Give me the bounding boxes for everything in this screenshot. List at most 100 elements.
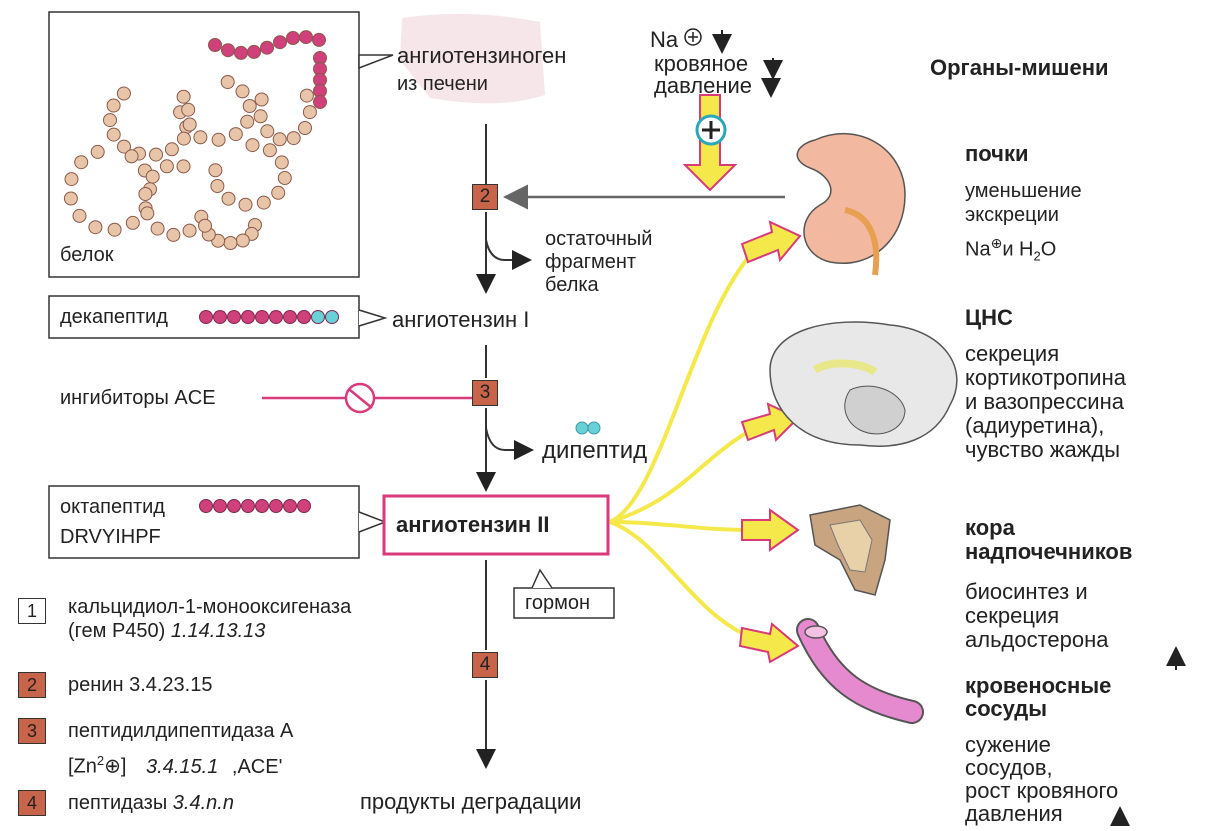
protein-bead — [212, 133, 225, 146]
protein-bead — [91, 145, 104, 158]
protein-bead — [224, 237, 237, 250]
protein-bead — [194, 131, 207, 144]
protein-bead — [303, 106, 316, 119]
sequence-label: DRVYIHPF — [60, 526, 161, 548]
dipeptide-label: дипептид — [542, 438, 647, 463]
protein-bead — [107, 99, 120, 112]
protein-bead — [287, 32, 300, 45]
protein-label: белок — [60, 244, 113, 266]
protein-bead — [73, 209, 86, 222]
vessels-title-1: кровеносные — [965, 674, 1111, 698]
protein-bead — [300, 89, 313, 102]
legend-2-badge: 2 — [18, 672, 46, 698]
legend-3-line2: [Zn2⊕] 3.4.15.1 ,ACE' — [68, 750, 282, 778]
enzyme-3-badge: 3 — [472, 380, 498, 406]
protein-bead — [243, 100, 256, 113]
protein-bead — [211, 180, 224, 193]
protein-bead — [160, 160, 173, 173]
protein-bead — [222, 192, 235, 205]
protein-bead — [209, 164, 222, 177]
protein-bead — [177, 160, 190, 173]
ace-inhibitors-label: ингибиторы ACE — [60, 387, 216, 409]
protein-bead — [209, 39, 222, 52]
angiotensin-1-label: ангиотензин I — [392, 308, 529, 332]
protein-bead — [89, 221, 102, 234]
protein-bead — [275, 156, 288, 169]
protein-bead — [221, 76, 234, 89]
vessels-l3: рост кровяного — [965, 779, 1118, 803]
protein-bead — [257, 196, 270, 209]
residual-line-3: белка — [545, 274, 599, 296]
protein-bead — [199, 219, 212, 232]
decapeptide-bead — [214, 311, 227, 324]
angiotensinogen-label: ангиотензиноген — [397, 44, 566, 68]
decapeptide-bead — [312, 311, 325, 324]
adrenal-l1: биосинтез и — [965, 580, 1088, 604]
protein-bead — [239, 198, 252, 211]
octapeptide-bead — [284, 500, 297, 513]
protein-bead — [246, 139, 259, 152]
legend-3-line1: пептидилдипептидаза А — [68, 720, 293, 742]
enzyme-4-badge: 4 — [472, 652, 498, 678]
protein-bead — [182, 103, 195, 116]
vessels-title-2: сосуды — [965, 697, 1047, 721]
protein-bead — [108, 223, 121, 236]
protein-bead — [235, 46, 248, 59]
cns-l1: секреция — [965, 342, 1059, 366]
kidneys-l1: уменьшение — [965, 180, 1082, 202]
decapeptide-bead — [200, 311, 213, 324]
octapeptide-label: октапептид — [60, 496, 165, 518]
protein-bead — [139, 188, 152, 201]
protein-bead — [261, 125, 274, 138]
decapeptide-bead — [242, 311, 255, 324]
protein-bead — [300, 31, 313, 44]
protein-bead — [272, 186, 285, 199]
stimulus-pressure-2: давление — [654, 74, 752, 98]
cns-l2: кортикотропина — [965, 366, 1126, 390]
legend-2-line1: ренин 3.4.23.15 — [68, 674, 212, 696]
protein-bead — [229, 128, 242, 141]
protein-bead — [177, 132, 190, 145]
protein-bead — [104, 114, 117, 127]
protein-bead — [287, 132, 300, 145]
decapeptide-label: декапептид — [60, 306, 168, 328]
protein-bead — [126, 216, 139, 229]
kidneys-l2: экскреции — [965, 204, 1059, 226]
protein-bead — [107, 128, 120, 141]
protein-bead — [177, 90, 190, 103]
legend-4-line1: пептидазы 3.4.n.n — [68, 792, 234, 814]
protein-bead — [167, 228, 180, 241]
target-organs-title: Органы-мишени — [930, 56, 1109, 80]
cns-title: ЦНС — [965, 306, 1013, 330]
protein-bead — [183, 224, 196, 237]
adrenal-title-2: надпочечников — [965, 540, 1132, 564]
kidneys-title: почки — [965, 142, 1029, 166]
protein-bead — [313, 33, 326, 46]
cns-l4: (адиуретина), — [965, 414, 1104, 438]
protein-bead — [222, 44, 235, 57]
adrenal-title-1: кора — [965, 516, 1015, 540]
protein-bead — [64, 192, 77, 205]
decapeptide-bead — [228, 311, 241, 324]
protein-bead — [278, 172, 291, 185]
residual-line-1: остаточный — [545, 228, 652, 250]
legend-1-line1: кальцидиол-1-монооксигеназа — [68, 596, 351, 618]
octapeptide-bead — [242, 500, 255, 513]
decapeptide-bead — [256, 311, 269, 324]
legend-4-badge: 4 — [18, 790, 46, 816]
protein-bead — [65, 173, 78, 186]
decapeptide-bead — [284, 311, 297, 324]
octapeptide-bead — [200, 500, 213, 513]
protein-bead — [236, 234, 249, 247]
cns-l5: чувство жажды — [965, 438, 1120, 462]
angiotensin-2-label: ангиотензин II — [396, 513, 549, 537]
protein-bead — [273, 133, 286, 146]
adrenal-l3: альдостерона — [965, 628, 1109, 652]
kidney-shape — [797, 134, 905, 264]
protein-bead — [255, 93, 268, 106]
legend-1-badge: 1 — [18, 598, 46, 624]
vessels-l4: давления — [965, 802, 1063, 826]
vessels-l1: сужение — [965, 733, 1051, 757]
protein-bead — [261, 41, 274, 54]
decapeptide-bead — [298, 311, 311, 324]
